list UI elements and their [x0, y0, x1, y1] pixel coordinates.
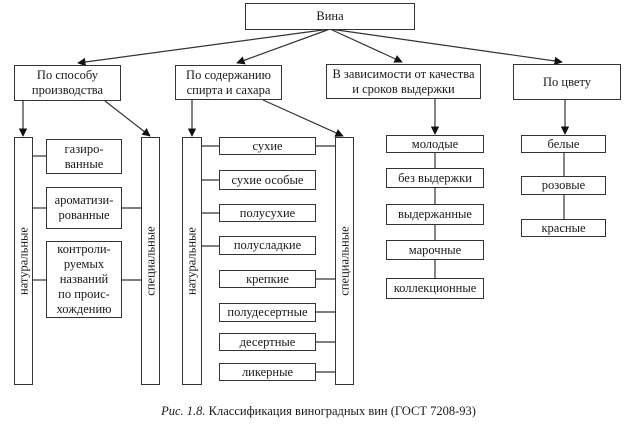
bar-label: натуральные [184, 227, 199, 295]
item-liqueur: ликерные [219, 363, 316, 381]
item-label: сухие особые [231, 172, 304, 187]
bar-label: натуральные [16, 227, 30, 295]
bar-special-alcohol: специальные [335, 137, 354, 385]
caption-text: Классификация виноградных вин (ГОСТ 7208… [208, 404, 476, 418]
item-collection: коллекционные [386, 278, 484, 299]
caption-prefix: Рис. 1.8. [161, 404, 206, 418]
root-label: Вина [316, 9, 344, 23]
item-label: розовые [541, 178, 586, 192]
item-semi-dessert: полудесертные [219, 303, 316, 322]
category-label: По цвету [542, 74, 592, 89]
item-vintage: марочные [386, 240, 484, 260]
bar-special-production: специальные [141, 137, 160, 385]
arrow-root-to-cat1 [77, 28, 331, 67]
item-label: газиро- ванные [64, 141, 104, 171]
item-label: коллекционные [393, 281, 477, 295]
item-dessert: десертные [219, 333, 316, 351]
category-production-method: По способу производства [14, 65, 121, 101]
item-sparkling: газиро- ванные [46, 139, 122, 174]
item-label: молодые [411, 136, 459, 151]
item-label: красные [541, 220, 586, 235]
bar-natural-alcohol: натуральные [182, 137, 202, 385]
item-label: марочные [408, 242, 462, 257]
arrow-root-to-cat4 [329, 28, 563, 66]
category-label: В зависимости от качества и сроков выдер… [332, 66, 475, 96]
arrow-root-to-cat3 [329, 28, 403, 63]
arrow-cat2-to-special [262, 99, 344, 137]
item-label: контроли- руемых названий по проис- хожд… [56, 242, 112, 316]
item-label: без выдержки [398, 170, 472, 185]
category-label: По способу производства [31, 68, 104, 97]
item-label: крепкие [246, 271, 289, 286]
item-red: красные [521, 219, 606, 237]
figure-caption: Рис. 1.8. Классификация виноградных вин … [0, 404, 637, 419]
category-quality-aging: В зависимости от качества и сроков выдер… [326, 64, 481, 99]
item-rose: розовые [521, 176, 606, 195]
category-alcohol-sugar: По содержанию спирта и сахара [175, 65, 282, 100]
arrow-root-to-cat2 [236, 28, 331, 65]
bar-natural-production: натуральные [14, 137, 33, 385]
category-color: По цвету [513, 64, 621, 100]
item-label: ароматизи- рованные [54, 193, 114, 222]
item-semi-dry: полусухие [219, 204, 316, 222]
item-controlled-origin: контроли- руемых названий по проис- хожд… [46, 241, 122, 318]
item-label: полусладкие [233, 238, 302, 252]
item-label: сухие [252, 138, 283, 153]
root-node: Вина [245, 3, 415, 30]
item-label: ликерные [241, 364, 294, 379]
item-label: десертные [239, 334, 296, 349]
bar-label: специальные [143, 226, 157, 296]
item-white: белые [521, 135, 606, 153]
bar-label: специальные [337, 226, 351, 296]
item-semi-sweet: полусладкие [219, 236, 316, 255]
item-dry: сухие [219, 137, 316, 155]
item-aged: выдержанные [386, 204, 484, 225]
item-young: молодые [386, 135, 484, 153]
item-flavored: ароматизи- рованные [46, 187, 122, 229]
item-label: полусухие [239, 205, 296, 220]
item-label: выдержанные [398, 207, 472, 221]
category-label: По содержанию спирта и сахара [186, 67, 271, 97]
item-dry-special: сухие особые [219, 170, 316, 190]
item-fortified: крепкие [219, 270, 316, 288]
arrow-cat1-to-special [104, 100, 151, 137]
item-label: полудесертные [227, 305, 308, 319]
item-label: белые [547, 136, 580, 151]
item-unaged: без выдержки [386, 168, 484, 188]
